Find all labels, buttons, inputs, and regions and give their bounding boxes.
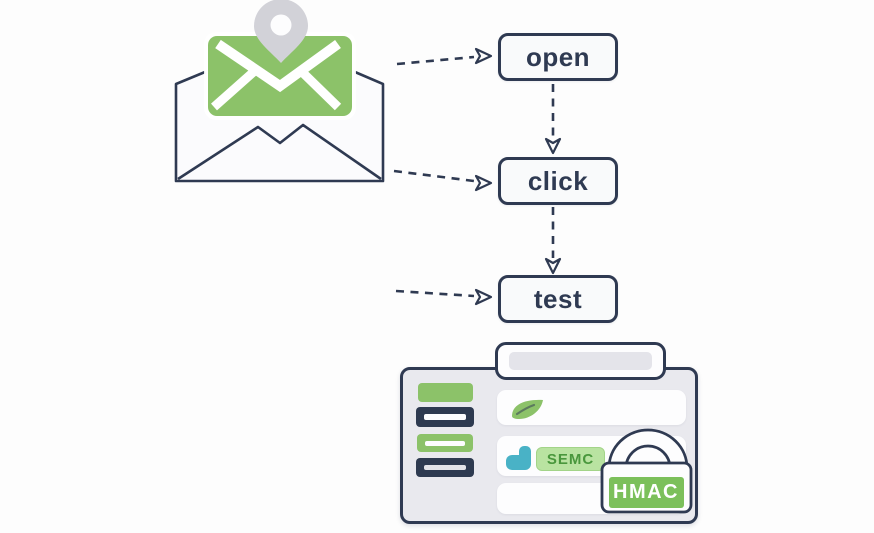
sidebar-item-4 bbox=[416, 458, 474, 477]
dashed-arrow-to-test bbox=[395, 289, 475, 298]
arrowhead-test-icon bbox=[474, 288, 493, 306]
hmac-label: HMAC bbox=[613, 481, 679, 503]
padlock-icon: HMAC bbox=[595, 424, 701, 518]
sidebar-bar bbox=[425, 440, 465, 446]
step-label-click: click bbox=[527, 165, 589, 196]
semc-badge: SEMC bbox=[536, 447, 605, 471]
hmac-badge: HMAC bbox=[609, 478, 683, 507]
mail-card-icon bbox=[204, 32, 356, 120]
semc-label: SEMC bbox=[546, 450, 595, 468]
sidebar-bar bbox=[424, 465, 466, 470]
dashed-arrow-to-click bbox=[393, 169, 475, 183]
padlock-shape bbox=[600, 428, 693, 514]
step-box-click: click bbox=[498, 157, 618, 205]
step-box-open: open bbox=[498, 33, 618, 81]
step-label-test: test bbox=[533, 283, 583, 314]
step-label-open: open bbox=[525, 41, 591, 72]
sidebar-item-1 bbox=[418, 383, 473, 402]
arrowhead-click-icon bbox=[474, 174, 493, 192]
content-row-leaf bbox=[497, 390, 686, 425]
arrowhead-open-icon bbox=[474, 47, 493, 65]
arrowhead-down-2-icon bbox=[544, 257, 562, 275]
step-box-test: test bbox=[498, 275, 618, 323]
dashed-arrow-to-open bbox=[396, 55, 475, 66]
search-bar-field bbox=[509, 352, 652, 370]
search-bar bbox=[495, 342, 666, 380]
arrowhead-down-1-icon bbox=[544, 137, 562, 155]
sidebar-item-3 bbox=[417, 434, 473, 452]
envelope-fold-lines bbox=[177, 123, 382, 181]
teal-logo-icon bbox=[506, 446, 531, 470]
leaf-icon bbox=[512, 399, 543, 419]
location-pin-icon bbox=[254, 0, 308, 63]
sidebar-bar bbox=[424, 414, 466, 420]
sidebar-item-2 bbox=[416, 407, 474, 427]
